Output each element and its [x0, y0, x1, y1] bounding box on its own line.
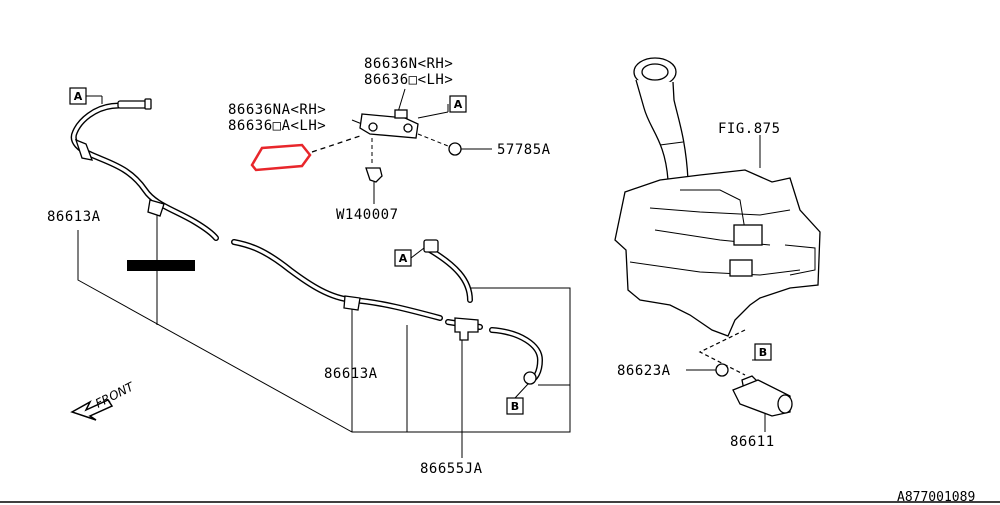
joint-assembly: [423, 239, 543, 385]
highlighted-nozzle-cover: [250, 143, 312, 172]
front-arrow: [70, 399, 114, 421]
label-grommet: 86623A: [617, 363, 671, 379]
nozzle-cluster: [250, 88, 492, 204]
label-fig-ref: FIG.875: [718, 121, 781, 137]
callout-b-hose: B: [506, 383, 529, 415]
mark-bar: [127, 260, 195, 271]
label-hose-lower: 86613A: [324, 366, 378, 382]
label-drawing-id: A877001089: [897, 490, 975, 505]
callout-a-joint: A: [394, 247, 425, 267]
svg-text:B: B: [759, 346, 767, 359]
svg-text:B: B: [511, 400, 519, 413]
label-nozzle-na-rh: 86636NA<RH>: [228, 102, 326, 118]
label-clip: W140007: [336, 207, 399, 223]
label-joint: 86655JA: [420, 461, 483, 477]
label-pump: 86611: [730, 434, 775, 450]
label-front: FRONT: [93, 379, 137, 411]
callout-a-nozzle: A: [449, 95, 467, 113]
callout-a-left: A: [69, 87, 103, 105]
label-nozzle-na-lh: 86636□A<LH>: [228, 118, 326, 134]
callout-b-pump: B: [754, 343, 772, 361]
label-bolt: 57785A: [497, 142, 551, 158]
svg-text:A: A: [74, 90, 83, 103]
hose-assembly: [70, 98, 571, 458]
washer-tank: [614, 57, 821, 337]
label-hose-upper: 86613A: [47, 209, 101, 225]
label-nozzle-rh: 86636N<RH>: [364, 56, 453, 72]
pump-assembly: [686, 329, 793, 432]
svg-text:A: A: [399, 252, 408, 265]
label-nozzle-lh: 86636□<LH>: [364, 72, 453, 88]
svg-text:A: A: [454, 98, 463, 111]
